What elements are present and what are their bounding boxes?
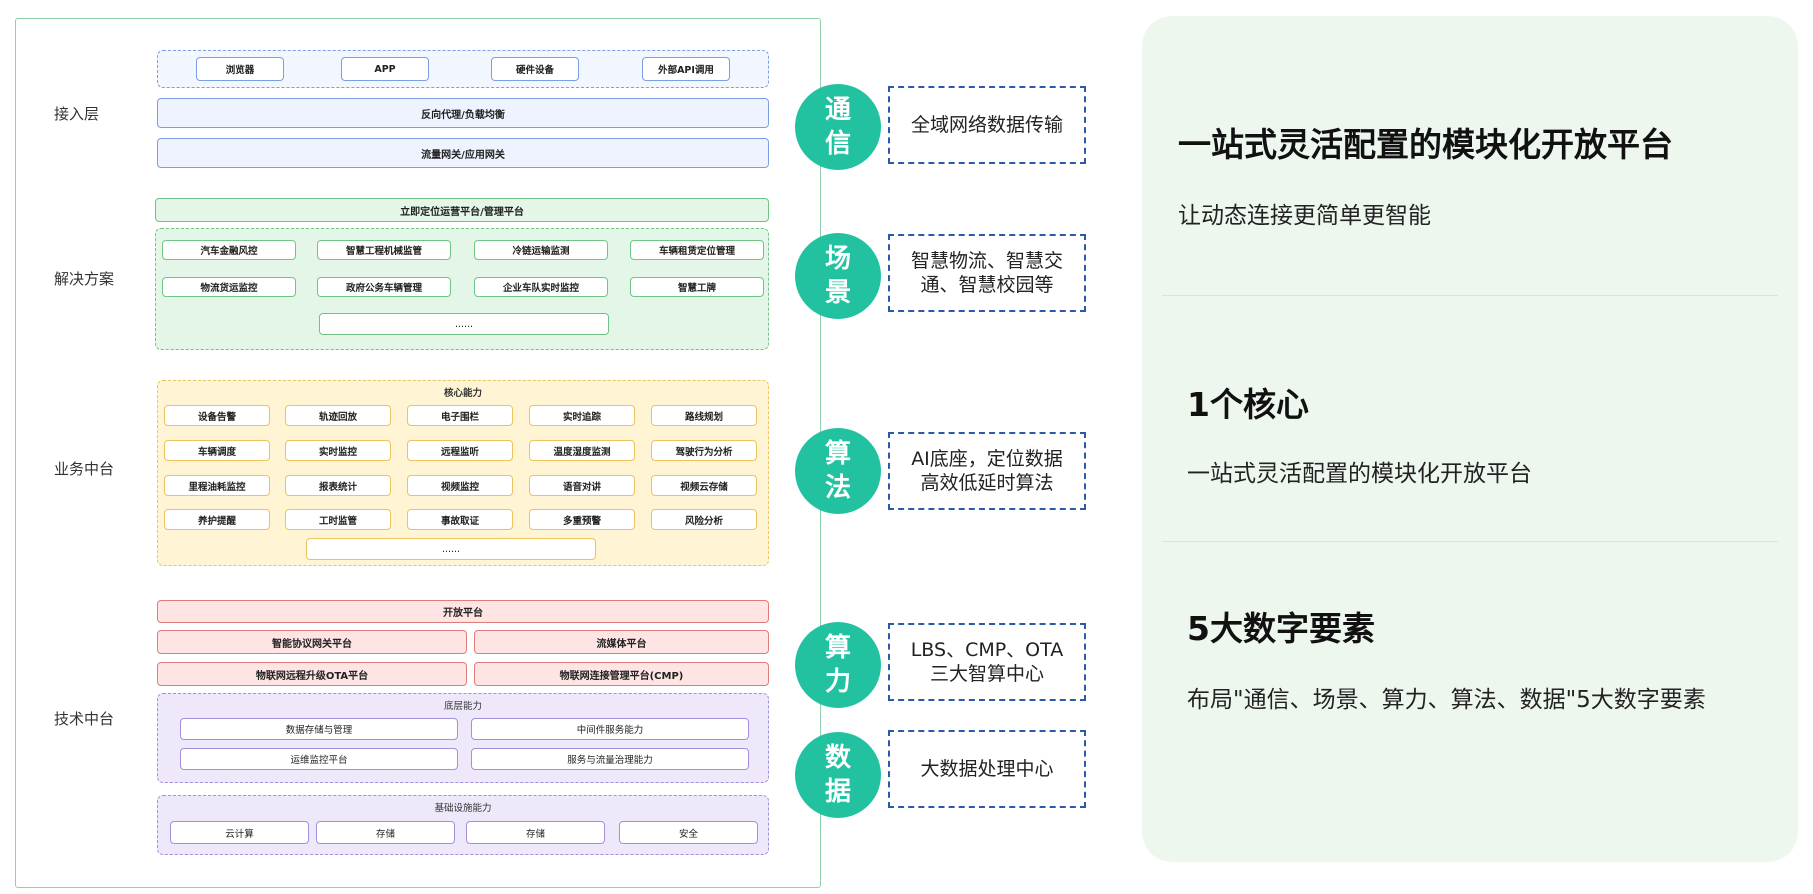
element-char: 力 bbox=[824, 667, 851, 697]
capability-item: 多重预警 bbox=[529, 509, 635, 530]
infra-title: 基础设施能力 bbox=[434, 803, 492, 814]
panel-subtitle-2: 一站式灵活配置的模块化开放平台 bbox=[1187, 461, 1532, 487]
client-app: APP bbox=[341, 57, 429, 81]
base-item: 服务与流量治理能力 bbox=[471, 748, 749, 770]
capability-item: 实时监控 bbox=[285, 440, 391, 461]
gateway-bar: 流量网关/应用网关 bbox=[157, 138, 769, 168]
element-desc-data: 大数据处理中心 bbox=[888, 730, 1086, 808]
element-circle-computing: 算 力 bbox=[795, 622, 881, 708]
solution-more: ...... bbox=[319, 313, 609, 335]
element-char: 信 bbox=[824, 129, 851, 159]
infra-item: 存储 bbox=[316, 821, 455, 844]
business-zone: 核心能力 设备告警 轨迹回放 电子围栏 实时追踪 路线规划 车辆调度 实时监控 … bbox=[157, 380, 769, 566]
business-more: ...... bbox=[306, 538, 596, 560]
cmp-bar: 物联网连接管理平台(CMP) bbox=[474, 662, 769, 686]
infra-item: 云计算 bbox=[170, 821, 309, 844]
element-char: 据 bbox=[824, 777, 851, 807]
capability-item: 工时监管 bbox=[285, 509, 391, 530]
business-title: 核心能力 bbox=[443, 388, 482, 399]
solution-item: 企业车队实时监控 bbox=[474, 277, 608, 297]
element-desc-line: 智慧物流、智慧交 bbox=[910, 250, 1063, 272]
capability-item: 事故取证 bbox=[407, 509, 513, 530]
capability-item: 报表统计 bbox=[285, 475, 391, 496]
element-desc-line: AI底座，定位数据 bbox=[911, 448, 1063, 470]
infra-item: 存储 bbox=[466, 821, 605, 844]
solution-item: 车辆租赁定位管理 bbox=[630, 240, 764, 260]
panel-title-2: 1个核心 bbox=[1187, 385, 1309, 424]
base-item: 中间件服务能力 bbox=[471, 718, 749, 740]
element-circle-data: 数 据 bbox=[795, 732, 881, 818]
element-desc-text: 全域网络数据传输 bbox=[910, 114, 1063, 136]
element-char: 场 bbox=[824, 244, 851, 274]
client-browser: 浏览器 bbox=[196, 57, 284, 81]
capability-item: 车辆调度 bbox=[164, 440, 270, 461]
solution-item: 政府公务车辆管理 bbox=[317, 277, 451, 297]
capability-item: 实时追踪 bbox=[529, 405, 635, 426]
panel-title-1: 一站式灵活配置的模块化开放平台 bbox=[1178, 125, 1673, 164]
summary-panel: 一站式灵活配置的模块化开放平台 让动态连接更简单更智能 1个核心 一站式灵活配置… bbox=[1142, 16, 1798, 862]
base-capability-zone: 底层能力 数据存储与管理 中间件服务能力 运维监控平台 服务与流量治理能力 bbox=[157, 693, 769, 783]
capability-item: 风险分析 bbox=[651, 509, 757, 530]
capability-item: 语音对讲 bbox=[529, 475, 635, 496]
element-char: 景 bbox=[824, 278, 851, 308]
capability-item: 视频云存储 bbox=[651, 475, 757, 496]
element-desc-line: 高效低延时算法 bbox=[920, 472, 1054, 494]
capability-item: 养护提醒 bbox=[164, 509, 270, 530]
panel-subtitle-3: 布局"通信、场景、算力、算法、数据"5大数字要素 bbox=[1187, 687, 1706, 713]
element-circle-communication: 通 信 bbox=[795, 84, 881, 170]
infra-item: 安全 bbox=[619, 821, 758, 844]
element-desc-line: LBS、CMP、OTA bbox=[910, 639, 1064, 661]
smart-gateway-bar: 智能协议网关平台 bbox=[157, 630, 467, 654]
streaming-bar: 流媒体平台 bbox=[474, 630, 769, 654]
access-clients-zone: 浏览器 APP 硬件设备 外部API调用 bbox=[157, 50, 769, 88]
solution-item: 汽车金融风控 bbox=[162, 240, 296, 260]
base-item: 运维监控平台 bbox=[180, 748, 458, 770]
base-capability-title: 底层能力 bbox=[443, 701, 482, 712]
element-desc-line: 三大智算中心 bbox=[929, 663, 1044, 685]
capability-item: 设备告警 bbox=[164, 405, 270, 426]
solution-item: 物流货运监控 bbox=[162, 277, 296, 297]
element-desc-algorithm: AI底座，定位数据 高效低延时算法 bbox=[888, 432, 1086, 510]
client-hardware: 硬件设备 bbox=[491, 57, 579, 81]
element-char: 法 bbox=[824, 473, 851, 503]
element-desc-computing: LBS、CMP、OTA 三大智算中心 bbox=[888, 623, 1086, 701]
element-circle-scenario: 场 景 bbox=[795, 233, 881, 319]
panel-divider bbox=[1162, 541, 1778, 542]
proxy-bar: 反向代理/负载均衡 bbox=[157, 98, 769, 128]
panel-subtitle-1: 让动态连接更简单更智能 bbox=[1178, 203, 1431, 229]
element-desc-text: 大数据处理中心 bbox=[920, 758, 1054, 780]
capability-item: 轨迹回放 bbox=[285, 405, 391, 426]
element-char: 算 bbox=[824, 633, 851, 663]
solution-item: 冷链运输监测 bbox=[474, 240, 608, 260]
capability-item: 路线规划 bbox=[651, 405, 757, 426]
capability-item: 温度湿度监测 bbox=[529, 440, 635, 461]
capability-item: 驾驶行为分析 bbox=[651, 440, 757, 461]
solution-zone: 汽车金融风控 智慧工程机械监管 冷链运输监测 车辆租赁定位管理 物流货运监控 政… bbox=[155, 228, 769, 350]
layer-label-tech: 技术中台 bbox=[54, 710, 115, 728]
panel-divider bbox=[1162, 295, 1778, 296]
solution-platform-bar: 立即定位运营平台/管理平台 bbox=[155, 198, 769, 222]
element-desc-line: 通、智慧校园等 bbox=[920, 274, 1054, 296]
infra-zone: 基础设施能力 云计算 存储 存储 安全 bbox=[157, 795, 769, 855]
element-desc-communication: 全域网络数据传输 bbox=[888, 86, 1086, 164]
client-external-api: 外部API调用 bbox=[642, 57, 730, 81]
capability-item: 视频监控 bbox=[407, 475, 513, 496]
capability-item: 电子围栏 bbox=[407, 405, 513, 426]
capability-item: 里程油耗监控 bbox=[164, 475, 270, 496]
element-char: 算 bbox=[824, 439, 851, 469]
panel-title-3: 5大数字要素 bbox=[1187, 609, 1375, 648]
layer-label-access: 接入层 bbox=[54, 105, 100, 123]
element-char: 通 bbox=[824, 95, 851, 125]
base-item: 数据存储与管理 bbox=[180, 718, 458, 740]
element-desc-scenario: 智慧物流、智慧交 通、智慧校园等 bbox=[888, 234, 1086, 312]
element-char: 数 bbox=[824, 743, 851, 773]
solution-item: 智慧工牌 bbox=[630, 277, 764, 297]
ota-bar: 物联网远程升级OTA平台 bbox=[157, 662, 467, 686]
open-platform-bar: 开放平台 bbox=[157, 600, 769, 623]
capability-item: 远程监听 bbox=[407, 440, 513, 461]
solution-item: 智慧工程机械监管 bbox=[317, 240, 451, 260]
layer-label-business: 业务中台 bbox=[54, 460, 115, 478]
element-circle-algorithm: 算 法 bbox=[795, 428, 881, 514]
layer-label-solution: 解决方案 bbox=[54, 270, 115, 288]
